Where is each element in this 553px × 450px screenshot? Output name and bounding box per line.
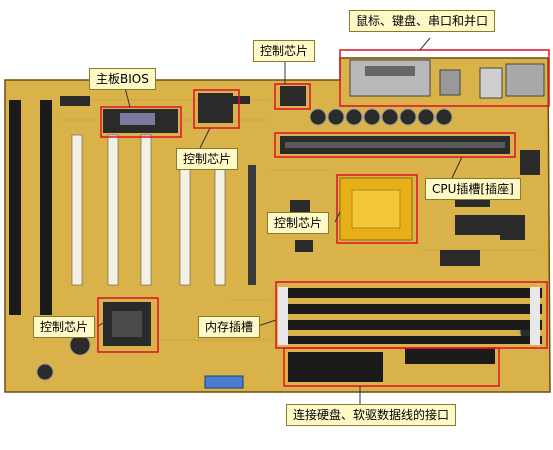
- callout-chip-bottom: 控制芯片: [33, 316, 96, 338]
- leader-lines: [97, 37, 463, 404]
- small-components: [60, 96, 540, 266]
- isa-slots: [9, 100, 52, 315]
- callout-drive-connector: 连接硬盘、软驱数据线的接口: [286, 404, 457, 426]
- dip-switch: [204, 375, 244, 389]
- ram-slots: [278, 287, 542, 345]
- callout-cpu-slot: CPU插槽[插座]: [425, 178, 521, 200]
- io-ports: [349, 59, 545, 99]
- callout-chip-top: 控制芯片: [253, 40, 316, 62]
- drive-connectors: [288, 348, 495, 382]
- callout-memory-slot: 内存插槽: [198, 316, 261, 338]
- callout-chip-north: 控制芯片: [267, 212, 330, 234]
- highlight-boxes: [97, 49, 550, 387]
- callout-chip-mid: 控制芯片: [176, 148, 239, 170]
- callout-bios: 主板BIOS: [89, 68, 156, 90]
- capacitors: [36, 108, 537, 381]
- control-chip-2: [280, 86, 306, 106]
- control-chip-1: [198, 93, 233, 123]
- callout-ports: 鼠标、键盘、串口和并口: [349, 10, 496, 32]
- pci-slots: [71, 134, 256, 286]
